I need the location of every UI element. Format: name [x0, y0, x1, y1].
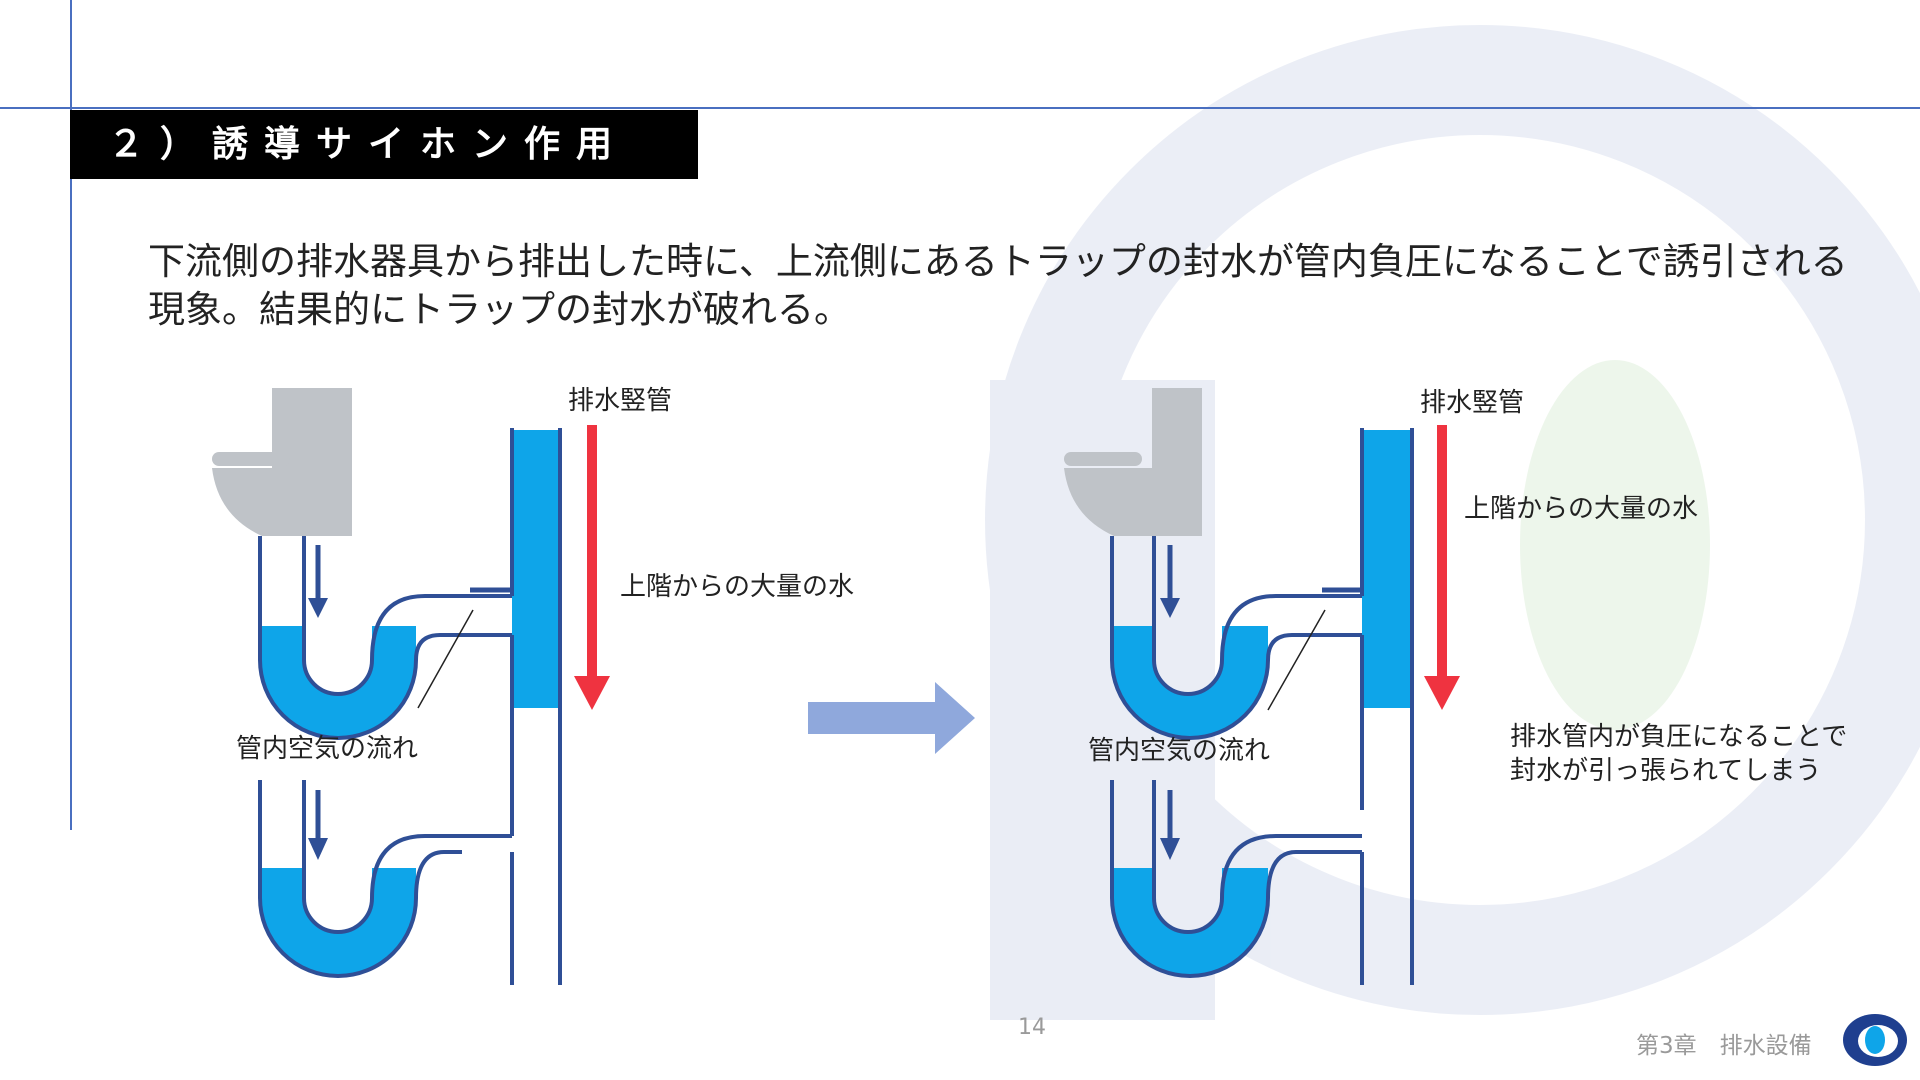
flow-arrow-right-head	[1160, 598, 1180, 618]
slide-title: ２）誘導サイホン作用	[108, 124, 629, 165]
stack-label-left: 排水竪管	[568, 386, 673, 416]
page-number: 14	[1018, 1015, 1046, 1040]
chapter-label: 第3章 排水設備	[1636, 1033, 1812, 1059]
note-line-2: 封水が引っ張られてしまう	[1510, 756, 1822, 786]
flow-arrow-lower-head	[308, 838, 328, 860]
logo-icon	[1843, 1014, 1907, 1066]
stack-water-right	[1362, 430, 1410, 708]
air-label-right: 管内空気の流れ	[1088, 736, 1271, 766]
header-rule	[0, 107, 1920, 109]
trap-pipe-right-inner	[1152, 536, 1362, 696]
trap-water-right-lower	[1112, 868, 1268, 976]
flow-arrow-head	[308, 598, 328, 618]
trap-pipe-lower-outer	[258, 780, 462, 978]
stack-water	[512, 430, 560, 708]
trap-water	[260, 626, 416, 738]
right-arrow-icon	[808, 682, 975, 754]
water-label-right: 上階からの大量の水	[1464, 494, 1699, 524]
stack-label-right: 排水竪管	[1420, 388, 1525, 418]
air-label-left: 管内空気の流れ	[236, 734, 419, 764]
trap-pipe-right-outer	[1110, 536, 1362, 740]
title-banner: ２）誘導サイホン作用	[70, 110, 698, 179]
trap-pipe-outer	[258, 536, 512, 740]
margin-rule	[70, 0, 72, 830]
trap-water-lower	[260, 868, 416, 976]
trap-pipe-inner	[302, 536, 512, 696]
air-leader-line	[417, 609, 474, 709]
note-line-1: 排水管内が負圧になることで	[1510, 722, 1848, 752]
trap-pipe-lower-inner	[302, 780, 512, 934]
watermark-oval	[1520, 360, 1710, 730]
slide-description: 下流側の排水器具から排出した時に、上流側にあるトラップの封水が管内負圧になること…	[148, 240, 1848, 331]
toilet-icon-right	[1064, 388, 1202, 536]
water-label-left: 上階からの大量の水	[620, 572, 855, 602]
toilet-icon	[212, 388, 352, 536]
water-down-arrow-head	[574, 676, 610, 710]
watermark-ring	[985, 25, 1920, 1015]
trap-water-right	[1112, 626, 1268, 738]
